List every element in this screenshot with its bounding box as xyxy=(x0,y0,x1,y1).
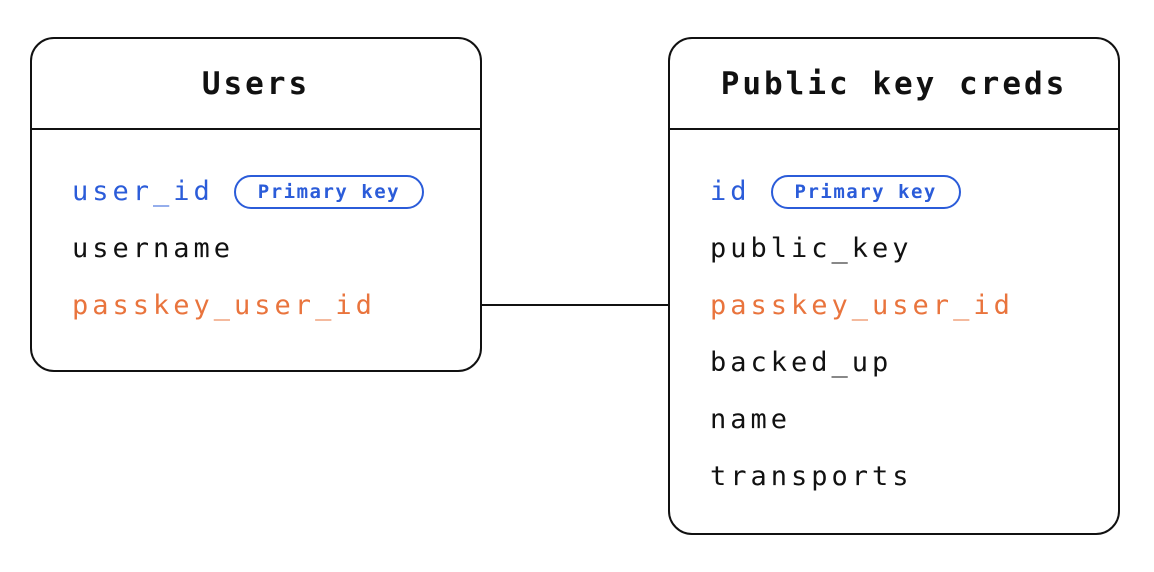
table-users-header: Users xyxy=(32,39,480,130)
table-users: Users user_id Primary key username passk… xyxy=(30,37,482,372)
field-name: id xyxy=(710,176,751,207)
field-name: user_id xyxy=(72,176,214,207)
field-row-username: username xyxy=(72,220,460,277)
field-row-name: name xyxy=(710,391,1098,448)
field-name: backed_up xyxy=(710,347,893,378)
field-name: passkey_user_id xyxy=(72,290,376,321)
field-row-transports: transports xyxy=(710,448,1098,505)
primary-key-badge: Primary key xyxy=(233,174,425,209)
table-public-key-creds-title: Public key creds xyxy=(720,65,1068,102)
table-public-key-creds-body: id Primary key public_key passkey_user_i… xyxy=(670,130,1118,505)
field-name: passkey_user_id xyxy=(710,290,1014,321)
field-row-id: id Primary key xyxy=(710,163,1098,220)
field-name: name xyxy=(710,404,792,435)
field-row-passkey-user-id: passkey_user_id xyxy=(710,277,1098,334)
primary-key-badge: Primary key xyxy=(770,174,961,209)
field-name: transports xyxy=(710,461,913,492)
table-users-body: user_id Primary key username passkey_use… xyxy=(32,130,480,334)
table-public-key-creds-header: Public key creds xyxy=(670,39,1118,130)
field-row-backed-up: backed_up xyxy=(710,334,1098,391)
table-public-key-creds: Public key creds id Primary key public_k… xyxy=(668,37,1120,535)
field-row-passkey-user-id: passkey_user_id xyxy=(72,277,460,334)
field-row-public-key: public_key xyxy=(710,220,1098,277)
field-row-user-id: user_id Primary key xyxy=(72,163,460,220)
table-users-title: Users xyxy=(201,65,311,102)
field-name: username xyxy=(72,233,235,264)
relationship-line xyxy=(482,304,668,306)
field-name: public_key xyxy=(710,233,913,264)
